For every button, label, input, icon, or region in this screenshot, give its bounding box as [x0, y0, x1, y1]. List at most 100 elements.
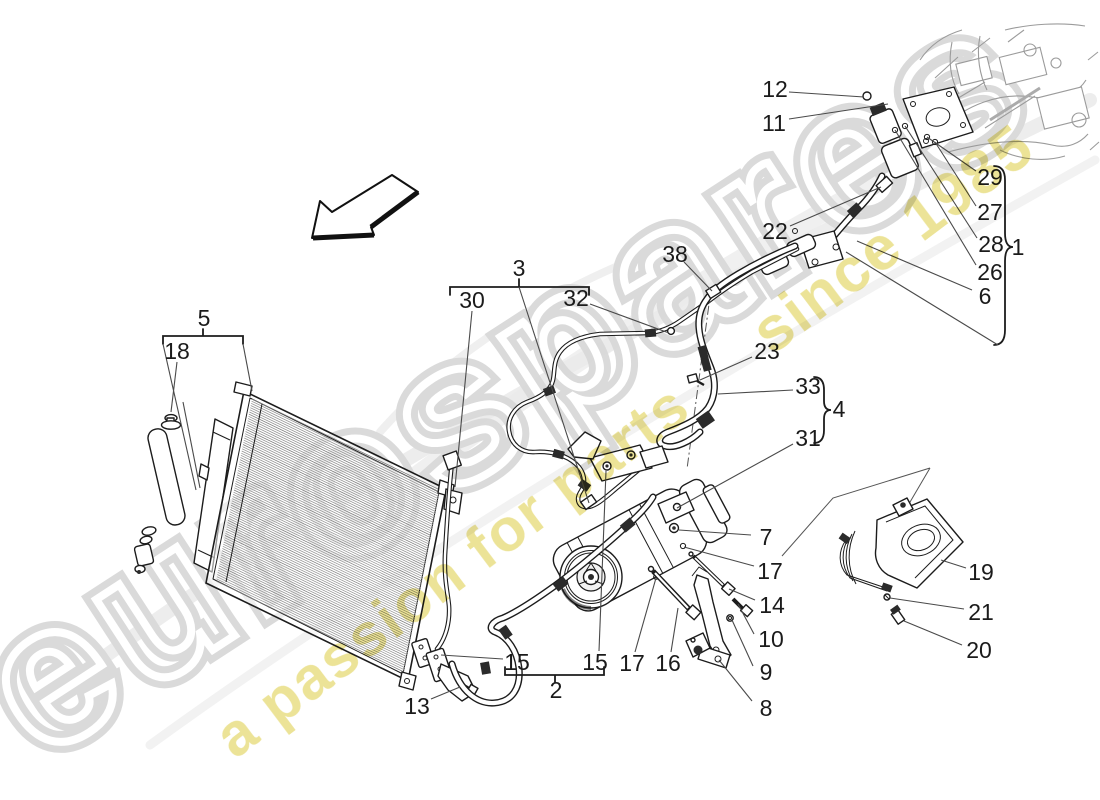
condenser-fin-line — [224, 537, 413, 630]
bolt-16 — [647, 565, 702, 621]
condenser-fin-line — [222, 548, 411, 640]
part-callout-2[interactable]: 2 — [550, 677, 563, 703]
part-callout-9[interactable]: 9 — [760, 659, 773, 685]
condenser-fin-line — [244, 435, 433, 528]
assembly-axis-line — [686, 288, 712, 470]
condenser-fin-line — [225, 530, 415, 623]
part-callout-22[interactable]: 22 — [762, 218, 788, 244]
part-callout-10[interactable]: 10 — [758, 626, 784, 652]
condenser-fin-line — [241, 448, 431, 541]
part-callout-14[interactable]: 14 — [759, 592, 785, 618]
part-callout-21[interactable]: 21 — [968, 599, 994, 625]
leader-line — [589, 303, 670, 334]
part-callout-26[interactable]: 26 — [977, 259, 1003, 285]
condenser-fin-line — [232, 498, 421, 591]
part-callout-38[interactable]: 38 — [662, 241, 688, 267]
condenser-fin-line — [250, 405, 439, 497]
part-callout-27[interactable]: 27 — [977, 199, 1003, 225]
part-callout-29[interactable]: 29 — [977, 164, 1003, 190]
leader-line — [634, 577, 657, 653]
condenser-fin-line — [232, 496, 421, 588]
condenser-fin-line — [215, 580, 405, 673]
part-callout-8[interactable]: 8 — [760, 695, 773, 721]
leader-line — [788, 91, 865, 98]
condenser-fin-line — [238, 467, 427, 560]
part-callout-28[interactable]: 28 — [978, 231, 1004, 257]
part-callout-18[interactable]: 18 — [164, 338, 190, 364]
condenser-fin-line — [216, 578, 405, 671]
condenser-fin-line — [217, 571, 406, 664]
part-callout-3[interactable]: 3 — [513, 255, 526, 281]
hose-clamp-22 — [875, 175, 894, 194]
part-callout-1[interactable]: 1 — [1012, 234, 1025, 260]
cover-19 — [838, 497, 964, 593]
leader-line — [737, 603, 755, 635]
condenser-fin-line — [249, 409, 439, 502]
front-direction-arrow — [311, 174, 420, 241]
part-callout-7[interactable]: 7 — [760, 524, 773, 550]
leader-line — [856, 240, 973, 291]
part-callout-11[interactable]: 11 — [762, 110, 786, 136]
part-callout-4[interactable]: 4 — [833, 396, 846, 422]
stud-31-target — [672, 502, 682, 512]
leader-line — [699, 356, 753, 381]
brace-group-4 — [813, 376, 832, 444]
condenser-fin-line — [231, 500, 421, 593]
part-callout-12[interactable]: 12 — [762, 76, 788, 102]
condenser-fin-line — [221, 550, 411, 643]
condenser-fin-line — [217, 574, 406, 666]
condenser-fin-line — [229, 511, 418, 604]
rigid-pipe-assembly-3 — [509, 249, 797, 507]
leader-line — [845, 251, 999, 346]
part-callout-13[interactable]: 13 — [404, 693, 430, 719]
condenser-fin-line — [225, 532, 414, 625]
condenser-fin-line — [221, 552, 410, 645]
condenser-fin-line — [230, 504, 420, 597]
bolt-12 — [862, 91, 872, 101]
leader-line — [242, 343, 253, 392]
condenser-fin-line — [217, 569, 407, 662]
leader-line — [518, 286, 590, 504]
oring-17-upper — [679, 542, 687, 550]
part-callout-15[interactable]: 15 — [504, 649, 530, 675]
condenser-fin-line — [230, 506, 419, 599]
condenser-fin-line — [218, 565, 408, 658]
condenser-fin-line — [220, 558, 409, 651]
condenser-fin-line — [229, 509, 419, 601]
part-callout-17[interactable]: 17 — [757, 558, 783, 584]
part-callout-6[interactable]: 6 — [979, 283, 992, 309]
condenser-fin-line — [251, 398, 441, 491]
condenser-fin-line — [228, 517, 417, 610]
part-callout-19[interactable]: 19 — [968, 559, 994, 585]
part-callout-16[interactable]: 16 — [655, 650, 681, 676]
part-callout-32[interactable]: 32 — [563, 285, 589, 311]
condenser-fin-line — [246, 426, 435, 519]
part-callout-33[interactable]: 33 — [795, 373, 821, 399]
charge-valve-lower — [880, 137, 923, 179]
condenser-fin-line — [240, 457, 429, 549]
leader-line — [182, 401, 201, 489]
part-callout-17[interactable]: 17 — [619, 650, 645, 676]
leader-line — [440, 654, 504, 660]
condenser-fin-line — [233, 491, 422, 584]
part-callout-15[interactable]: 15 — [582, 649, 608, 675]
compressor-cover-assembly — [781, 467, 964, 625]
condenser-fin-line — [244, 437, 433, 530]
leader-line — [683, 261, 713, 292]
leader-line — [728, 588, 756, 601]
part-callout-30[interactable]: 30 — [459, 287, 485, 313]
condenser-fin-line — [234, 485, 424, 578]
condenser-fin-line — [247, 420, 436, 513]
condenser-fin-line — [228, 515, 418, 608]
leader-line — [430, 686, 461, 700]
part-callout-20[interactable]: 20 — [966, 637, 992, 663]
part-callout-31[interactable]: 31 — [795, 425, 821, 451]
bracket-8 — [685, 632, 711, 658]
part-callout-23[interactable]: 23 — [754, 338, 780, 364]
part-callout-5[interactable]: 5 — [198, 305, 211, 331]
leader-line — [162, 343, 197, 491]
compressor-mounting-plate — [862, 86, 974, 179]
condenser-fin-line — [226, 528, 415, 621]
condenser-fin-line — [243, 441, 432, 534]
